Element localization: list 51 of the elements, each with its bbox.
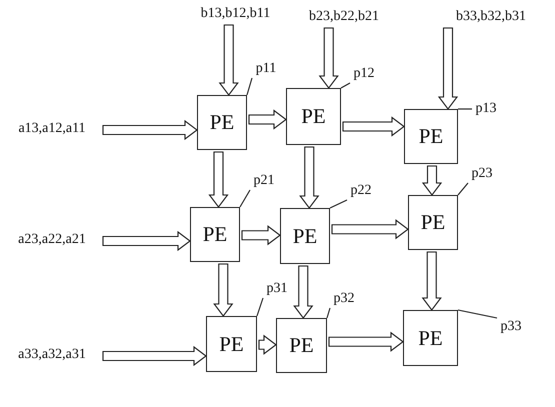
block-arrow: [299, 146, 320, 209]
block-arrow: [258, 334, 277, 355]
processing-element-box: PE: [206, 316, 257, 372]
block-arrow: [422, 165, 442, 196]
element-label: p31: [263, 280, 291, 298]
leader-line: [458, 108, 472, 110]
block-arrow: [102, 120, 198, 140]
processing-element-box: PE: [190, 207, 240, 262]
input-sequence-label: b13,b12,b11: [183, 5, 288, 23]
block-arrow: [328, 332, 404, 352]
block-arrow: [102, 230, 191, 252]
leader-line: [246, 78, 253, 96]
processing-element-box: PE: [403, 310, 458, 366]
processing-element-box: PE: [404, 109, 458, 164]
input-sequence-label: b33,b32,b31: [435, 8, 547, 26]
element-label: p33: [497, 318, 525, 336]
block-arrow: [208, 151, 229, 208]
processing-element-box: PE: [280, 208, 330, 264]
element-label: p21: [250, 172, 278, 190]
block-arrow: [331, 219, 409, 240]
block-arrow: [318, 27, 339, 89]
block-arrow: [102, 346, 207, 366]
element-label: p11: [252, 60, 280, 78]
block-arrow: [438, 27, 458, 110]
processing-element-box: PE: [286, 88, 341, 145]
leader-line: [340, 82, 350, 88]
input-sequence-label: b23,b22,b21: [295, 8, 393, 26]
element-label: p13: [472, 100, 500, 118]
block-arrow: [248, 109, 287, 130]
leader-line: [326, 308, 331, 318]
block-arrow: [342, 116, 405, 137]
element-label: p32: [330, 290, 358, 308]
leader-line: [240, 190, 250, 208]
block-arrow: [218, 24, 239, 96]
leader-line: [330, 200, 348, 208]
leader-line: [458, 309, 498, 319]
element-label: p23: [468, 165, 496, 183]
block-arrow: [293, 265, 314, 319]
processing-element-box: PE: [276, 318, 327, 373]
processing-element-box: PE: [408, 195, 458, 250]
input-sequence-label: a23,a22,a21: [3, 231, 101, 249]
input-sequence-label: a33,a32,a31: [3, 346, 101, 364]
leader-line: [256, 298, 264, 316]
element-label: p22: [347, 182, 375, 200]
block-arrow: [422, 251, 442, 311]
input-sequence-label: a13,a12,a11: [3, 120, 101, 138]
block-arrow: [213, 263, 234, 317]
block-arrow: [241, 225, 281, 246]
leader-line: [458, 182, 468, 196]
element-label: p12: [350, 65, 378, 83]
processing-element-box: PE: [197, 95, 247, 150]
